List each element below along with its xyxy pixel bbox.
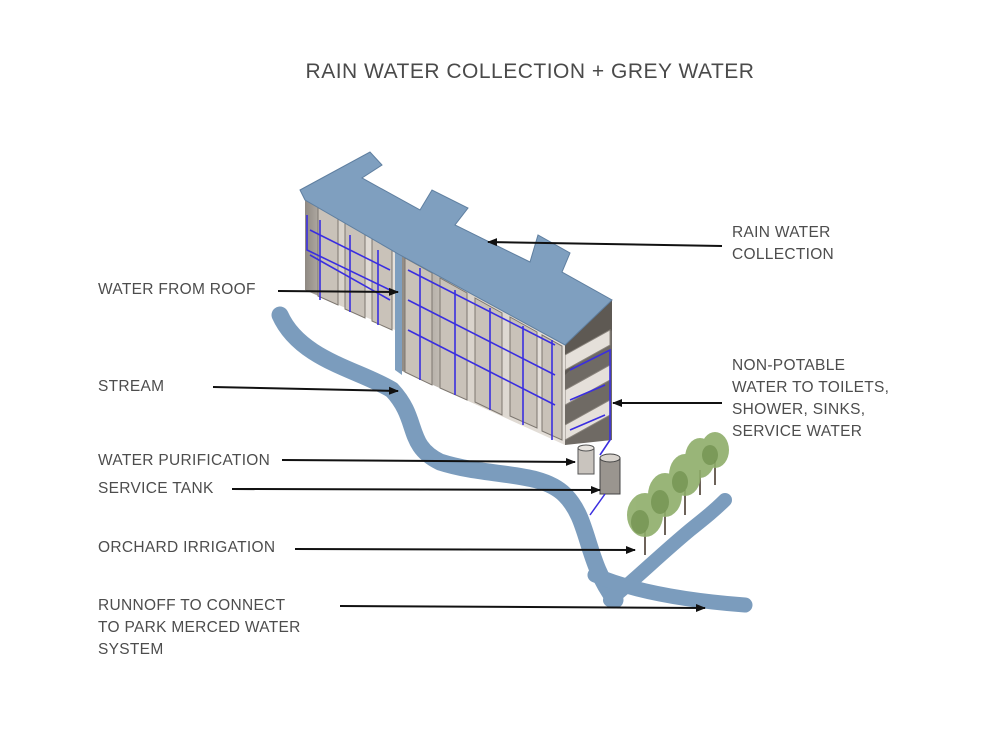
label-water-from-roof: WATER FROM ROOF xyxy=(98,281,256,298)
leader-arrows xyxy=(212,238,723,612)
diagram-title: RAIN WATER COLLECTION + GREY WATER xyxy=(305,60,755,83)
label-orchard-irrigation: ORCHARD IRRIGATION xyxy=(98,539,276,556)
label-stream: STREAM xyxy=(98,378,165,395)
building xyxy=(299,151,613,456)
orchard-trees xyxy=(627,432,729,555)
label-service-tank: SERVICE TANK xyxy=(98,480,214,497)
label-runoff: RUNNOFF TO CONNECT TO PARK MERCED WATER … xyxy=(98,595,301,661)
arrow-water-from-roof xyxy=(277,287,399,296)
label-line: SHOWER, SINKS, xyxy=(732,401,866,418)
water-tanks xyxy=(577,444,621,516)
arrow-stream xyxy=(212,386,399,395)
arrow-service-tank xyxy=(231,485,601,494)
roof xyxy=(299,151,613,346)
label-line: NON-POTABLE xyxy=(732,357,846,374)
label-line: COLLECTION xyxy=(732,246,835,263)
label-line: RUNNOFF TO CONNECT xyxy=(98,597,286,614)
runoff-outlet xyxy=(587,567,753,613)
plumbing-pipes xyxy=(306,215,611,456)
arrow-orchard-irrigation xyxy=(294,545,636,554)
arrow-water-purification xyxy=(281,457,576,466)
label-line: RAIN WATER xyxy=(732,224,831,241)
label-line: SYSTEM xyxy=(98,641,164,658)
arrow-runoff xyxy=(339,603,706,612)
label-line: SERVICE WATER xyxy=(732,423,863,440)
label-rain-water-collection: RAIN WATER COLLECTION xyxy=(732,222,834,266)
arrow-rain-water xyxy=(487,238,723,247)
label-line: TO PARK MERCED WATER xyxy=(98,619,301,636)
label-water-purification: WATER PURIFICATION xyxy=(98,452,271,469)
label-line: WATER TO TOILETS, xyxy=(732,379,890,396)
label-non-potable-water: NON-POTABLE WATER TO TOILETS, SHOWER, SI… xyxy=(732,355,889,443)
